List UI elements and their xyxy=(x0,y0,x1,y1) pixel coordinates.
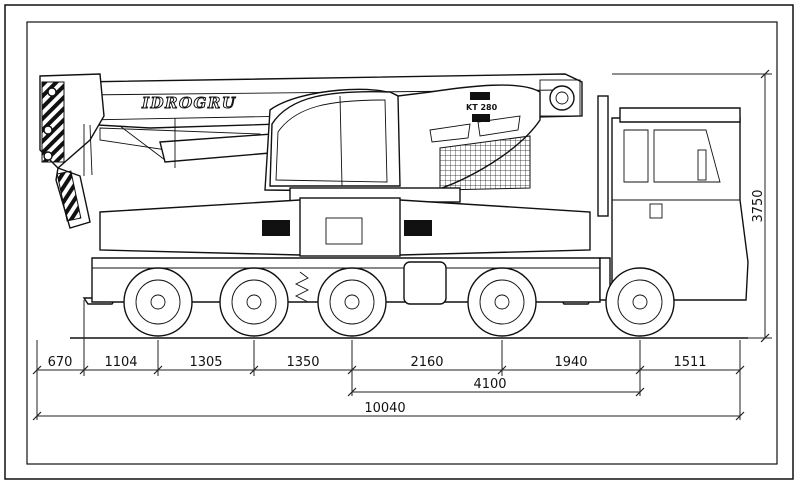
wheels xyxy=(123,267,675,337)
dim-overall-length: 10040 xyxy=(364,401,405,416)
wheel-5 xyxy=(605,267,675,337)
dim-height: 3750 xyxy=(751,189,766,222)
wheel-3 xyxy=(317,267,387,337)
dim-front-overhang: 670 xyxy=(48,355,73,370)
dimension-labels: 670 1104 1305 1350 2160 1940 1511 4100 1… xyxy=(48,189,766,416)
dim-segment-6: 1940 xyxy=(554,355,587,370)
wheel-4 xyxy=(467,267,537,337)
dimension-lines xyxy=(32,69,772,421)
wheel-1 xyxy=(123,267,193,337)
brand-logo: IDROGRU xyxy=(141,94,236,112)
dim-rear-overhang: 1511 xyxy=(673,355,706,370)
model-label: KT 280 xyxy=(466,103,498,112)
wheel-2 xyxy=(219,267,289,337)
dim-segment-5: 2160 xyxy=(410,355,443,370)
dim-segment-4: 1350 xyxy=(286,355,319,370)
truck-cab xyxy=(597,95,749,301)
dim-segment-2: 1104 xyxy=(104,355,137,370)
dim-wheelbase: 4100 xyxy=(473,377,506,392)
dim-segment-3: 1305 xyxy=(189,355,222,370)
chassis xyxy=(82,197,611,305)
